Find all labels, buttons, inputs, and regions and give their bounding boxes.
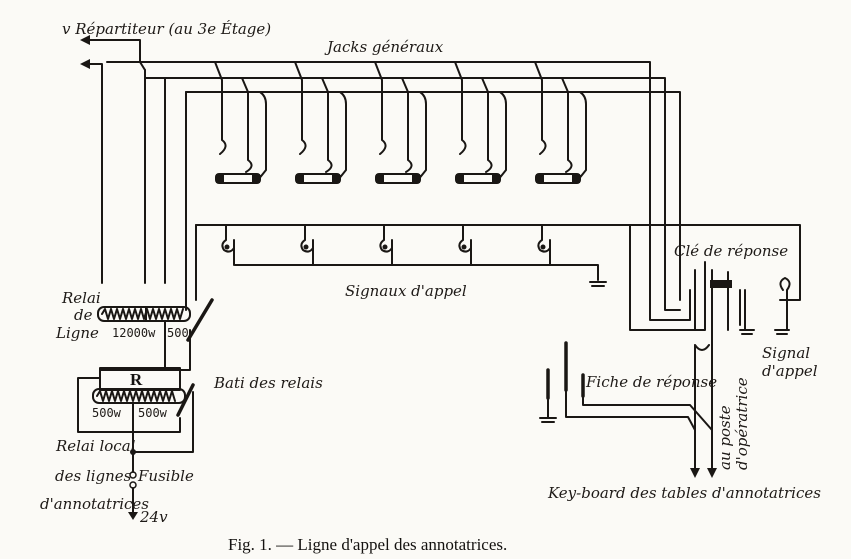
answer-key <box>539 224 791 478</box>
bus-lines <box>80 35 681 311</box>
jack <box>214 61 267 184</box>
arrow-down-icon <box>707 468 717 478</box>
relai-local-label-1: Relai local <box>55 437 136 455</box>
poste-label-2: d'opératrice <box>733 377 751 470</box>
poste-label-1: au poste <box>716 405 734 470</box>
jack <box>374 61 427 184</box>
relay-r-label: R <box>130 370 143 389</box>
signal-bus <box>195 224 801 301</box>
arrow-down-icon <box>128 512 138 520</box>
jack <box>294 61 347 184</box>
signal-appel-label-2: d'appel <box>762 362 818 380</box>
voltage-label: 24v <box>139 508 168 526</box>
line-relay <box>97 298 214 391</box>
relai-local-label-2: des lignes <box>55 467 132 485</box>
arrow-left-icon <box>80 35 90 45</box>
signal-appel-label-1: Signal <box>762 344 810 362</box>
call-signal <box>379 224 393 266</box>
resistance-500b: 500w <box>92 406 122 420</box>
keyboard-label: Key-board des tables d'annotatrices <box>547 484 821 502</box>
call-signal <box>458 224 472 266</box>
arrow-left-icon <box>80 59 90 69</box>
call-signal <box>300 224 314 266</box>
key-block <box>710 280 732 288</box>
call-signal <box>221 224 235 266</box>
call-signal <box>537 224 551 266</box>
fusible-label: Fusible <box>137 467 194 485</box>
relai-ligne-label-2: de <box>74 306 93 324</box>
fiche-label: Fiche de réponse <box>585 373 717 391</box>
jacks-label: Jacks généraux <box>324 38 444 56</box>
bati-label: Bati des relais <box>213 374 323 392</box>
resistance-12000: 12000w <box>112 326 156 340</box>
jack <box>534 61 587 184</box>
repartiteur-label: v Répartiteur (au 3e Étage) <box>62 20 271 38</box>
resistance-500a: 500 <box>167 326 189 340</box>
relai-ligne-label-3: Ligne <box>55 324 99 342</box>
jacks-group <box>214 61 587 184</box>
cle-reponse-label: Clé de réponse <box>674 242 788 260</box>
relai-local-label-3: d'annotatrices <box>40 495 149 513</box>
relay-r <box>77 367 195 520</box>
relai-ligne-label-1: Relai <box>61 289 101 307</box>
arrow-down-icon <box>690 468 700 478</box>
resistance-500c: 500w <box>138 406 168 420</box>
jack <box>454 61 507 184</box>
figure-caption: Fig. 1. — Ligne d'appel des annotatrices… <box>228 535 507 554</box>
signals-group <box>221 224 551 266</box>
signaux-label: Signaux d'appel <box>345 282 467 300</box>
